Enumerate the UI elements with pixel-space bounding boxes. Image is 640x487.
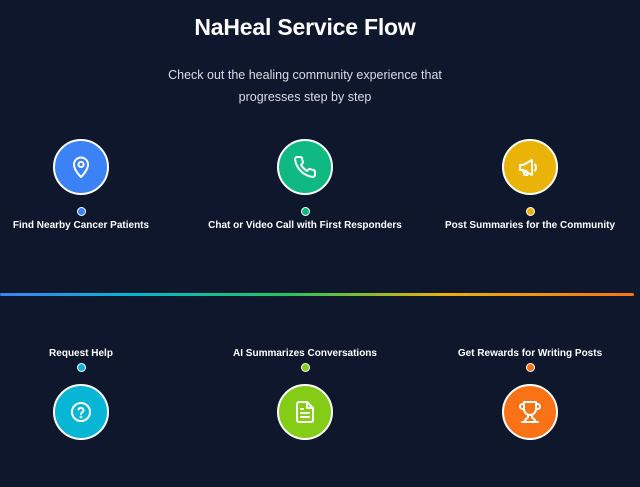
step-get-rewards: Get Rewards for Writing Posts <box>425 348 635 440</box>
help-circle-icon <box>69 400 93 424</box>
step-ai-summarizes: AI Summarizes Conversations <box>200 348 410 440</box>
megaphone-icon <box>517 155 543 179</box>
timeline-line <box>0 293 634 296</box>
step-chat-call: Chat or Video Call with First Responders <box>200 139 410 231</box>
trophy-icon <box>518 400 542 424</box>
step-icon-circle <box>277 139 333 195</box>
step-label: Find Nearby Cancer Patients <box>12 220 150 231</box>
page-title: NaHeal Service Flow <box>194 14 416 40</box>
step-icon-circle <box>502 384 558 440</box>
step-find-patients: Find Nearby Cancer Patients <box>0 139 186 231</box>
step-label: Chat or Video Call with First Responders <box>208 220 402 231</box>
step-icon-circle <box>277 384 333 440</box>
page-subtitle: Check out the healing community experien… <box>168 68 442 104</box>
document-icon <box>293 400 317 424</box>
timeline-dot <box>525 207 535 216</box>
map-pin-icon <box>69 155 93 179</box>
step-label: AI Summarizes Conversations <box>233 348 377 359</box>
timeline-dot <box>300 363 310 372</box>
timeline-dot <box>300 207 310 216</box>
step-label: Request Help <box>49 348 113 359</box>
timeline-dot <box>525 363 535 372</box>
timeline-dot <box>76 363 86 372</box>
step-label: Get Rewards for Writing Posts <box>457 348 603 359</box>
step-icon-circle <box>53 384 109 440</box>
step-icon-circle <box>53 139 109 195</box>
phone-icon <box>293 155 317 179</box>
timeline-dot <box>76 207 86 216</box>
step-post-summaries: Post Summaries for the Community <box>425 139 635 231</box>
step-icon-circle <box>502 139 558 195</box>
step-label: Post Summaries for the Community <box>444 220 616 231</box>
step-request-help: Request Help <box>0 348 186 440</box>
